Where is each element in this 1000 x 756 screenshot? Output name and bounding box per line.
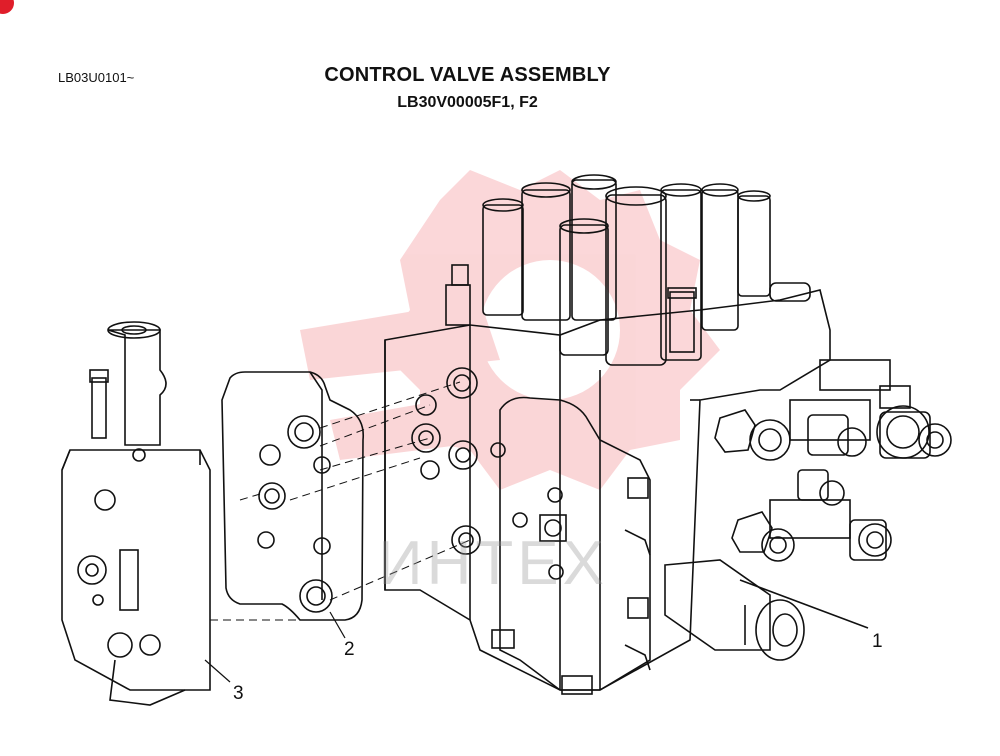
- callout-2: 2: [344, 639, 355, 660]
- corner-badge: [0, 0, 14, 14]
- callout-1: 1: [872, 631, 883, 652]
- callout-leaders: [204, 611, 346, 683]
- page-subtitle: LB30V00005F1, F2: [397, 94, 538, 111]
- part-1-control-valve: [384, 174, 952, 695]
- part-2-plate: [221, 371, 365, 621]
- watermark-text: ИНТЕХ: [378, 529, 608, 598]
- callout-3: 3: [233, 683, 244, 704]
- drawing-code: LB03U0101~: [58, 70, 135, 85]
- page-title: CONTROL VALVE ASSEMBLY: [324, 64, 611, 86]
- alignment-lines: [210, 381, 471, 621]
- part-3-valve-section: [61, 321, 211, 706]
